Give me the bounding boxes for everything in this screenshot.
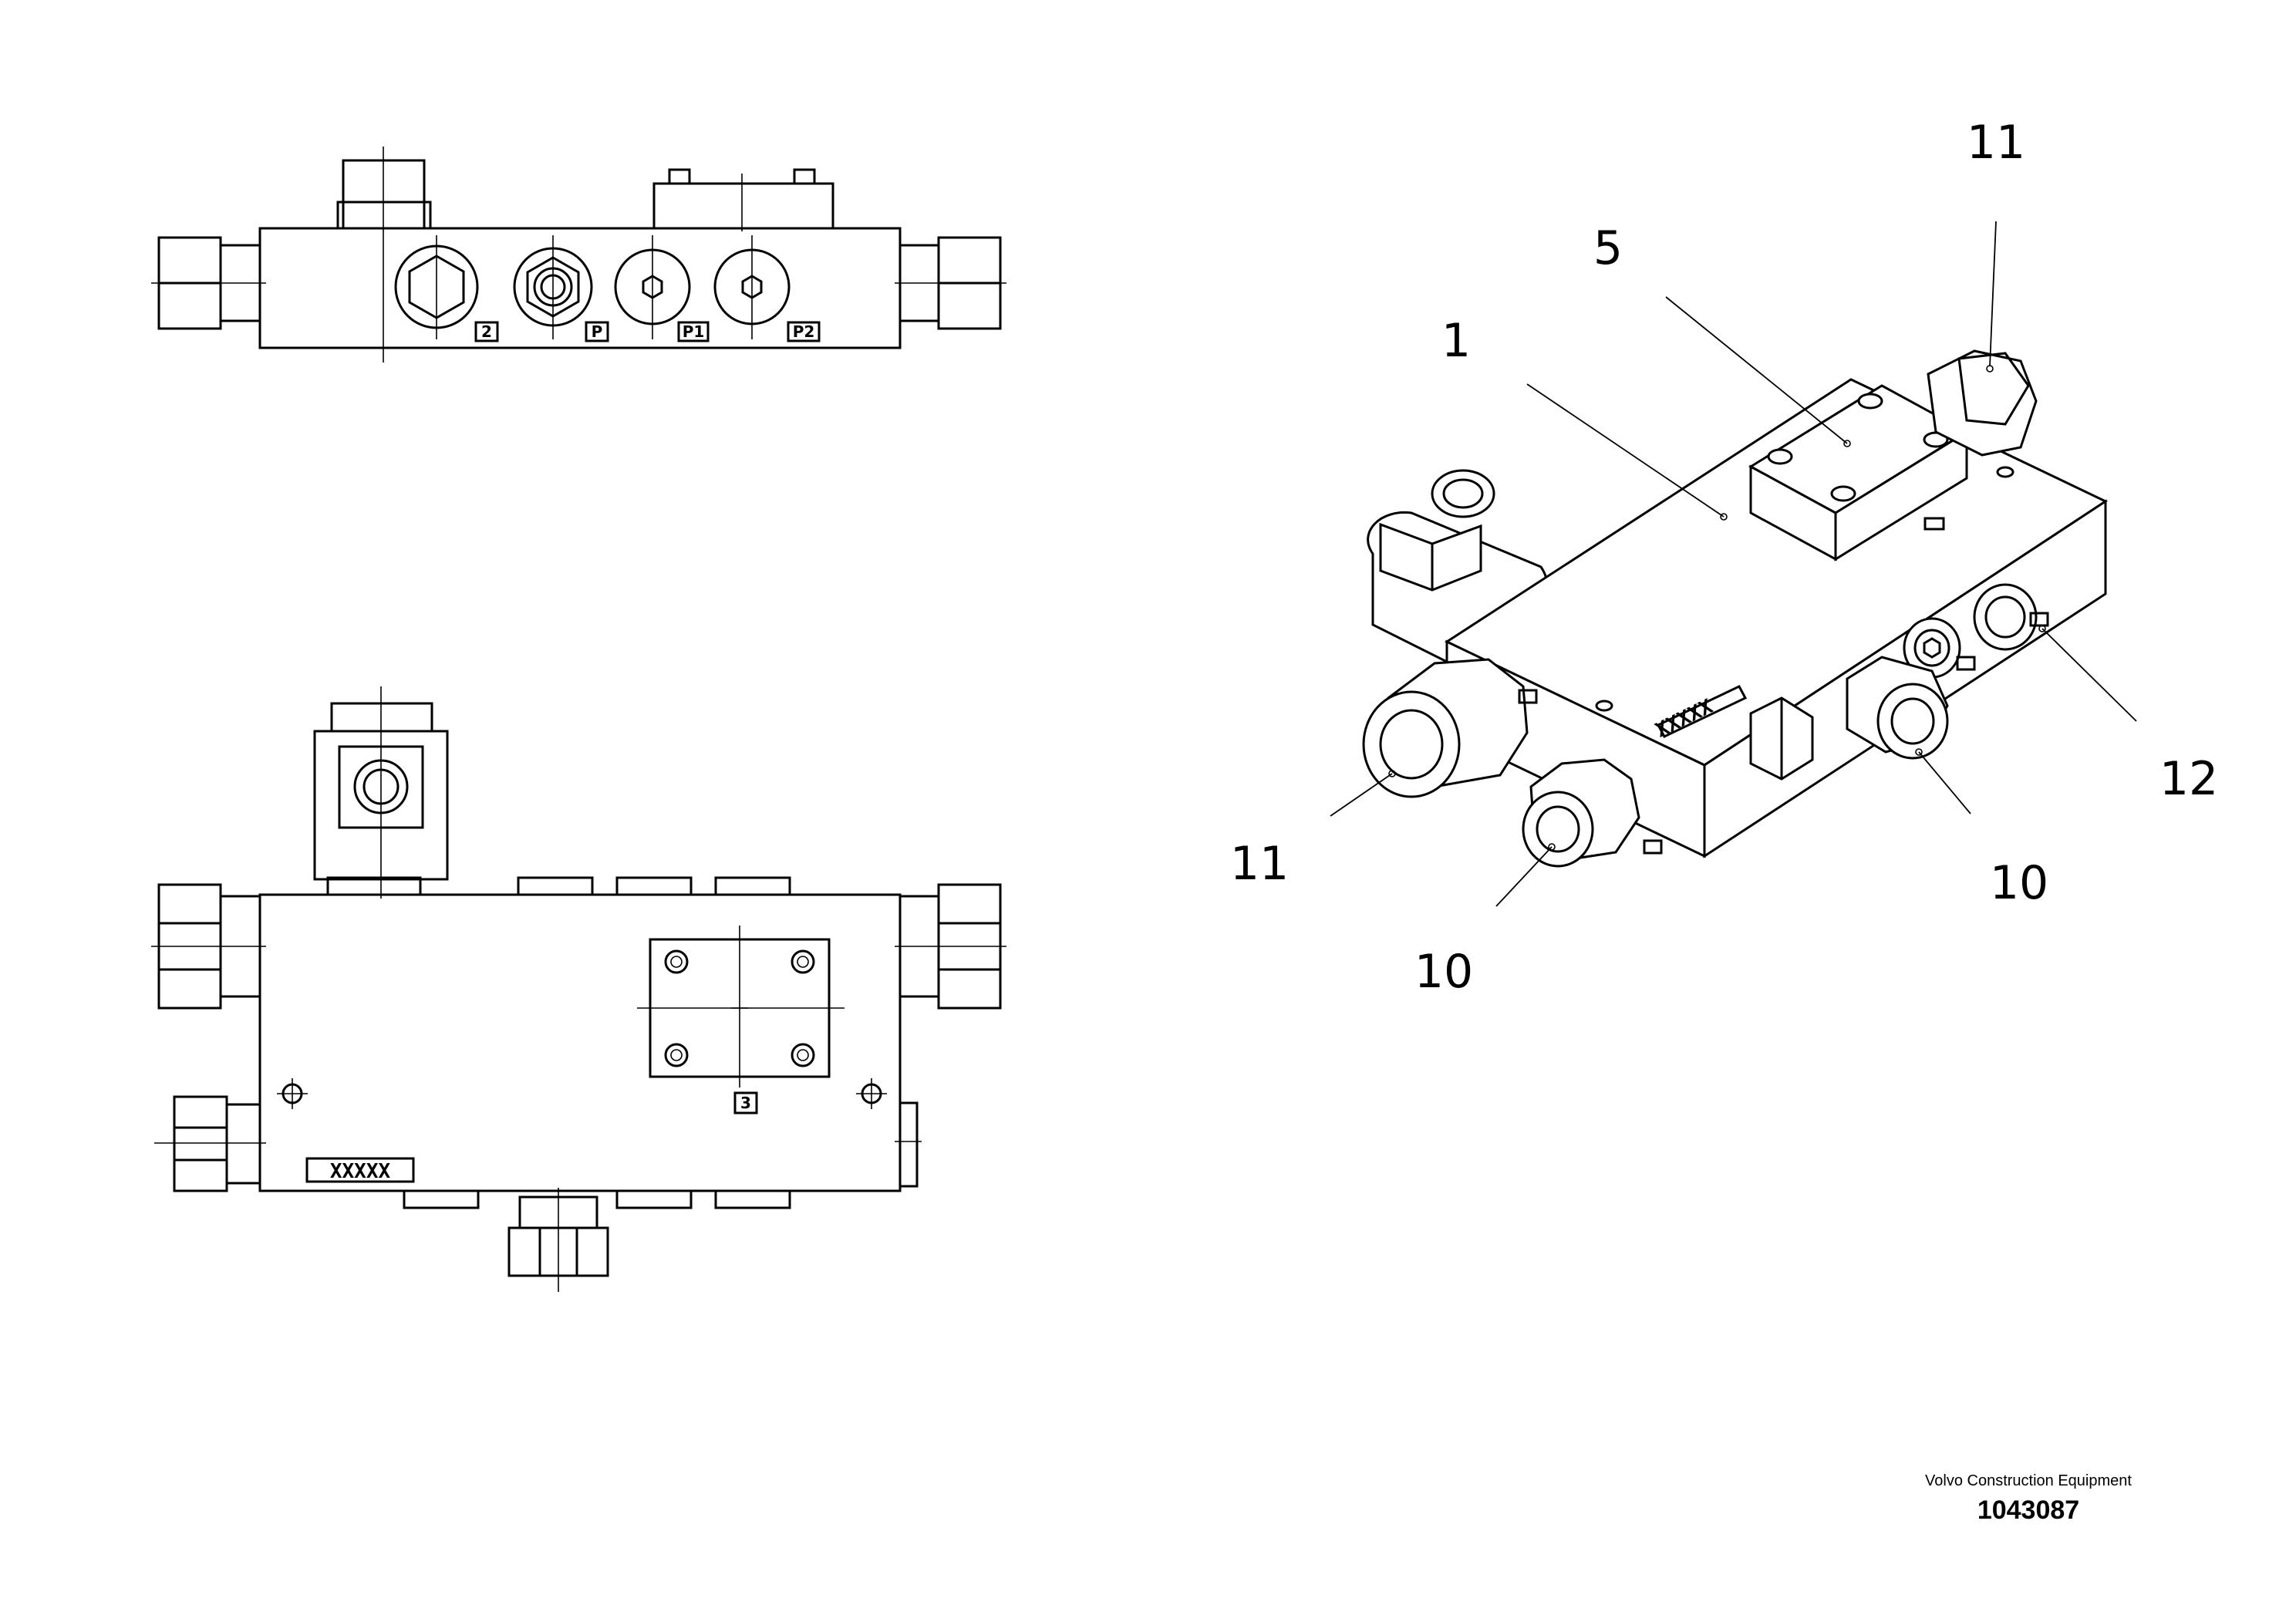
front-view: 3 XXXXX [151, 686, 1006, 1292]
document-number: 1043087 [1977, 1496, 2080, 1525]
callout-12: 12 [2159, 752, 2218, 806]
cover-label-3: 3 [740, 1094, 751, 1112]
company-name: Volvo Construction Equipment [1925, 1472, 2132, 1489]
callout-11-top: 11 [1967, 116, 2025, 170]
callout-11-left: 11 [1230, 837, 1289, 891]
top-view: 2 P P1 P2 [151, 147, 1006, 363]
port-label-p: P [592, 322, 603, 341]
port-label-2: 2 [481, 322, 492, 341]
front-view-marking: XXXXX [330, 1160, 391, 1183]
port-label-p1: P1 [683, 322, 705, 341]
port-label-p2: P2 [793, 322, 815, 341]
callout-5: 5 [1593, 221, 1623, 275]
callout-1: 1 [1441, 314, 1471, 368]
callout-10-left: 10 [1414, 945, 1473, 999]
callout-10-right: 10 [1990, 856, 2048, 910]
title-block: Volvo Construction Equipment 1043087 [1905, 1472, 2152, 1526]
iso-view: XXXXX [1230, 116, 2218, 999]
